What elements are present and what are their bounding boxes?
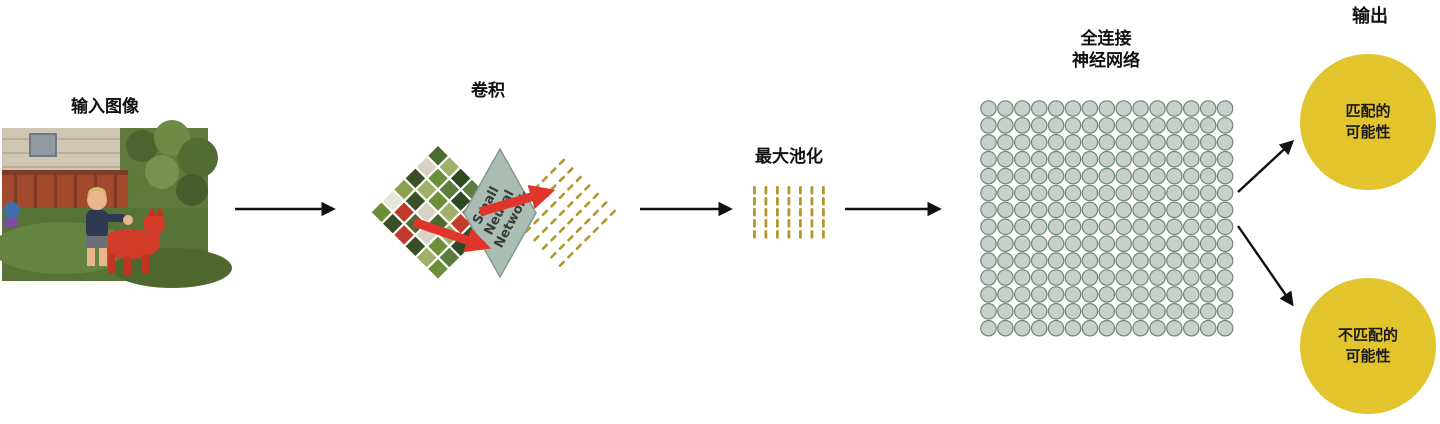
nomatch-text-line2: 可能性 xyxy=(1345,347,1391,365)
input-image-label: 输入图像 xyxy=(71,97,139,117)
flow-arrow-2 xyxy=(640,201,733,217)
flow-arrow-3 xyxy=(845,201,942,217)
arrow-to-nomatch xyxy=(1237,225,1294,307)
fc-label: 全连接 神经网络 xyxy=(1026,28,1186,72)
nomatch-text-line1: 不匹配的 xyxy=(1337,326,1398,344)
probability-circle-match: 匹配的 可能性 xyxy=(1300,54,1436,190)
convolution-label: 卷积 xyxy=(471,81,505,101)
input-photo xyxy=(0,120,232,288)
fc-label-line1: 全连接 xyxy=(1080,29,1132,49)
fc-label-line2: 神经网络 xyxy=(1072,51,1140,71)
red-arrow-into-nn xyxy=(412,217,492,253)
probability-circle-nomatch: 不匹配的 可能性 xyxy=(1300,278,1436,414)
match-text-line2: 可能性 xyxy=(1345,123,1391,141)
convolution-graphic: Small Neural Network xyxy=(369,144,616,281)
arrow-to-match xyxy=(1237,140,1295,193)
flow-arrow-1 xyxy=(235,201,336,217)
output-label: 输出 xyxy=(1352,6,1388,27)
fc-neuron-grid xyxy=(980,100,1234,337)
red-arrow-out-of-nn xyxy=(478,184,556,217)
small-nn-diamond: Small Neural Network xyxy=(463,147,537,279)
match-text-line1: 匹配的 xyxy=(1345,102,1391,120)
maxpool-label: 最大池化 xyxy=(755,147,823,167)
output-arrows xyxy=(1237,140,1295,307)
maxpool-dash-grid xyxy=(753,186,825,239)
